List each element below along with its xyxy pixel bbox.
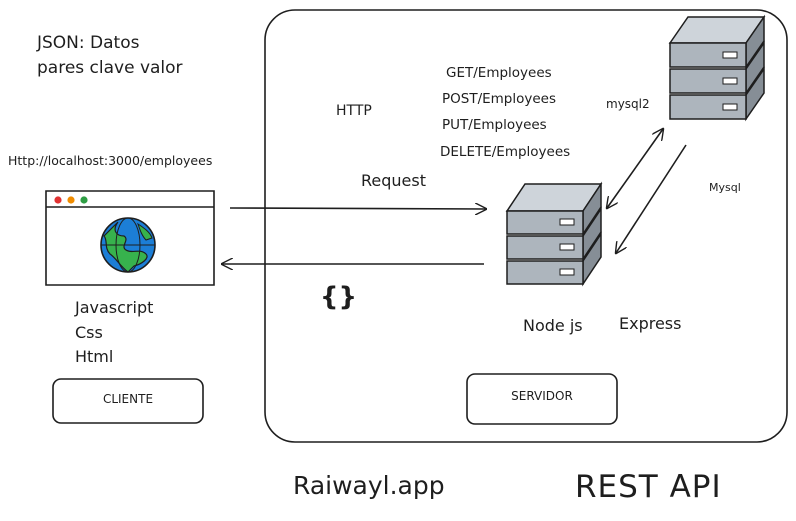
client-tech-javascript: Javascript (75, 298, 154, 317)
json-note-line2: pares clave valor (37, 58, 183, 78)
request-label: Request (361, 171, 426, 190)
servidor-label: SERVIDOR (511, 389, 573, 403)
node-mysql-arrow (607, 129, 663, 208)
client-tech-css: Css (75, 323, 103, 342)
globe-icon (100, 217, 156, 273)
cliente-label: CLIENTE (102, 392, 154, 406)
mysql2-label: mysql2 (606, 97, 650, 111)
json-note-line1: JSON: Datos (37, 33, 140, 53)
cliente-box (53, 379, 203, 423)
request-arrow (229, 208, 486, 209)
node-server-icon (505, 181, 603, 287)
client-url: Http://localhost:3000/employees (8, 153, 213, 168)
server-boundary (265, 10, 787, 442)
json-braces-icon: {} (320, 282, 358, 312)
mysql-node-arrow (616, 144, 687, 253)
mysql-server-icon (668, 14, 766, 122)
rest-api-title: REST API (575, 469, 722, 505)
client-tech-html: Html (75, 347, 114, 366)
endpoint-delete: DELETE/Employees (440, 144, 571, 160)
node-label: Node js (523, 316, 583, 335)
express-label: Express (619, 314, 682, 333)
hosting-label: Raiwayl.app (293, 471, 445, 500)
mysql-label: Mysql (709, 181, 741, 194)
endpoint-get: GET/Employees (446, 65, 552, 81)
http-label: HTTP (336, 103, 372, 119)
servidor-box (467, 374, 617, 424)
endpoint-put: PUT/Employees (442, 117, 547, 133)
endpoint-post: POST/Employees (442, 91, 557, 107)
